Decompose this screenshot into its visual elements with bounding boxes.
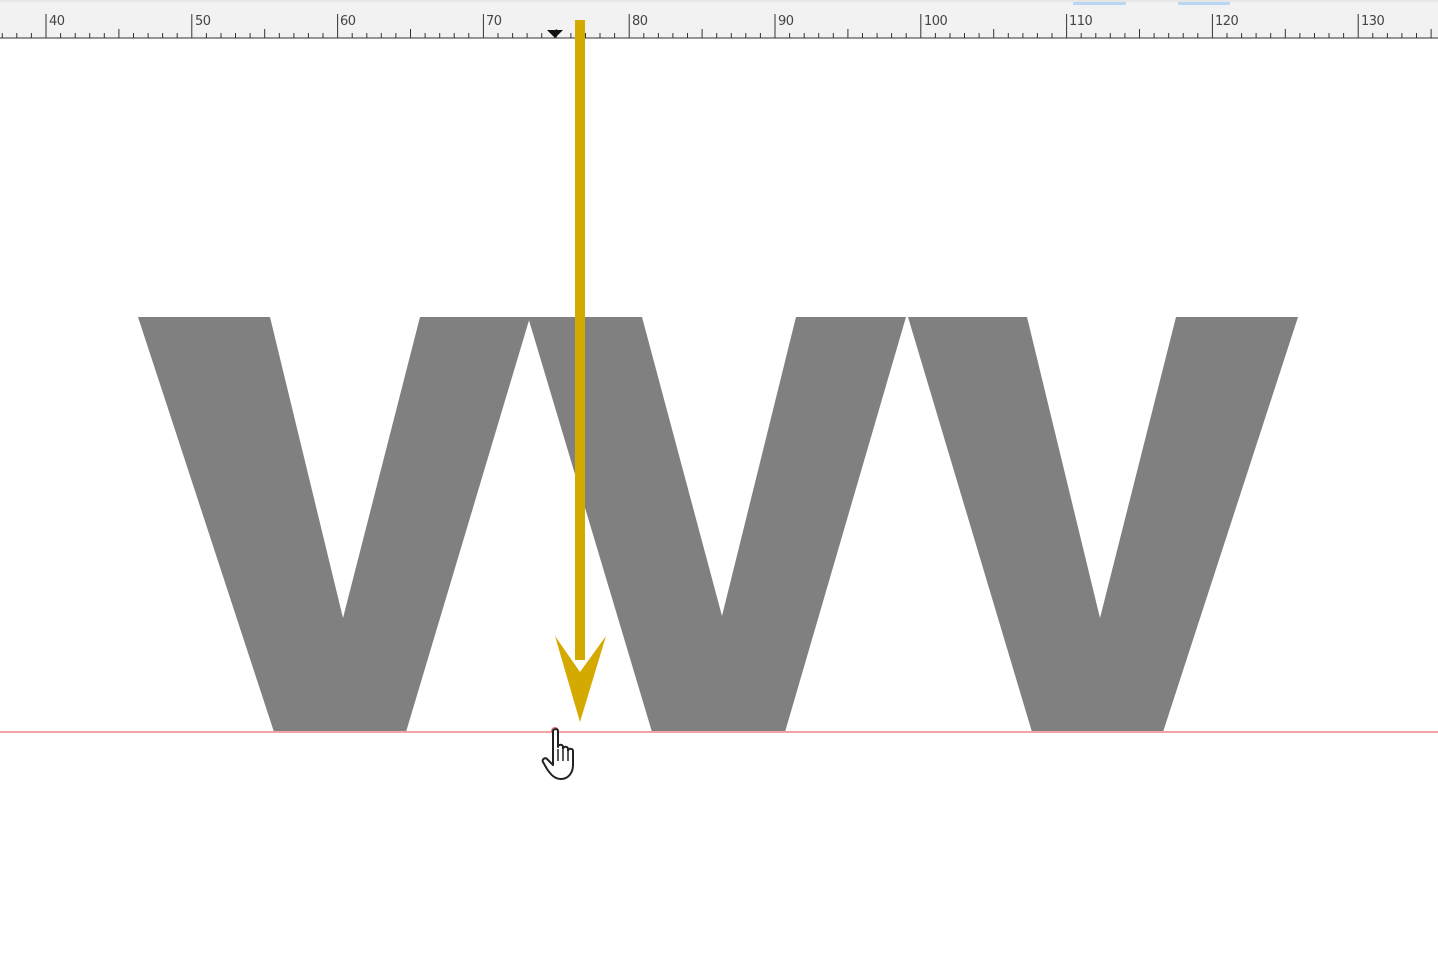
ruler-label-100: 100 [924, 14, 948, 29]
ruler-selection-highlight [1073, 2, 1126, 5]
ruler-label-120: 120 [1215, 14, 1239, 29]
triangle-down-icon[interactable] [546, 29, 564, 39]
ruler-selection-highlight [1178, 2, 1230, 5]
glyph-v-3[interactable] [908, 317, 1298, 732]
ruler-label-110: 110 [1069, 14, 1093, 29]
ruler-label-50: 50 [195, 14, 211, 29]
hand-pointer-icon [541, 728, 574, 780]
glyph-v-2[interactable] [528, 317, 906, 732]
ruler-ticks [0, 14, 1438, 39]
ruler-label-40: 40 [49, 14, 65, 29]
ruler-label-90: 90 [778, 14, 794, 29]
baseline-guide[interactable] [0, 731, 1438, 733]
ruler-label-80: 80 [632, 14, 648, 29]
horizontal-ruler[interactable]: 40 50 60 70 80 90 100 110 120 130 [0, 0, 1438, 39]
ruler-label-60: 60 [340, 14, 356, 29]
ruler-label-130: 130 [1361, 14, 1385, 29]
ruler-label-70: 70 [486, 14, 502, 29]
glyph-v-1[interactable] [138, 317, 530, 732]
